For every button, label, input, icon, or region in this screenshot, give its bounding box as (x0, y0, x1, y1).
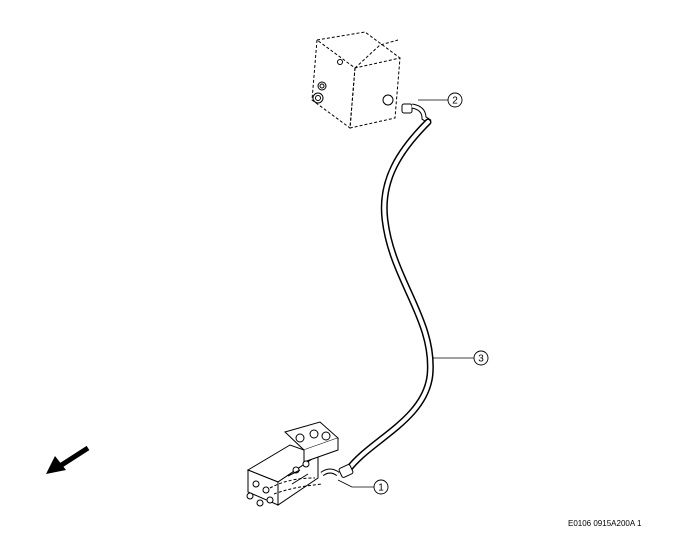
tank-top-edge (316, 31, 401, 59)
tank-outlet-boss-icon (382, 94, 394, 106)
tank-bolt-icon (337, 59, 343, 65)
reference-code: E0106 0915A200A 1 (568, 519, 642, 528)
fitting-top-elbow-inner (411, 104, 431, 124)
control-valve (246, 421, 339, 507)
hose (344, 118, 434, 474)
callout-label: 1 (378, 483, 384, 494)
valve-port-icon (302, 460, 310, 468)
fitting-bottom (320, 464, 354, 478)
callout-label: 3 (478, 354, 484, 365)
tank-right-face (349, 57, 401, 129)
tank-top-fold (354, 39, 399, 69)
leader-lines (337, 99, 474, 488)
valve-hidden-line (269, 477, 316, 489)
tank (311, 31, 401, 129)
valve-hidden-line (273, 483, 323, 495)
callout-circle (473, 350, 489, 366)
valve-spool-icon (321, 431, 331, 441)
valve-spool-icon (295, 433, 305, 443)
arrow-shaft (58, 445, 90, 469)
valve-port-icon (252, 480, 260, 488)
callout-2: 2 (447, 92, 463, 108)
callout-3: 3 (473, 350, 489, 366)
callout-label: 2 (452, 96, 458, 107)
valve-port-icon (246, 492, 254, 500)
valve-port-icon (256, 499, 264, 507)
fitting-top (401, 103, 432, 125)
arrow-head (46, 456, 66, 474)
hose-fill (346, 120, 433, 472)
valve-port-icon (262, 486, 270, 494)
valve-port-icon (266, 496, 274, 504)
valve-spool-icon (309, 429, 319, 439)
fitting-top-nut (401, 103, 413, 114)
direction-arrow-icon (46, 445, 90, 474)
leader-line-1 (337, 479, 353, 488)
fitting-bottom-nut (338, 464, 354, 478)
fitting-bottom-elbow-inner (321, 469, 339, 476)
tank-port-icon (317, 81, 327, 91)
valve-upper-block-side (303, 438, 339, 463)
callout-circle (447, 92, 463, 108)
callout-circle (373, 479, 389, 495)
callout-1: 1 (373, 479, 389, 495)
tank-port-icon (312, 92, 324, 104)
tank-port-inner-icon (315, 95, 321, 101)
tank-port-inner-icon (319, 83, 325, 89)
